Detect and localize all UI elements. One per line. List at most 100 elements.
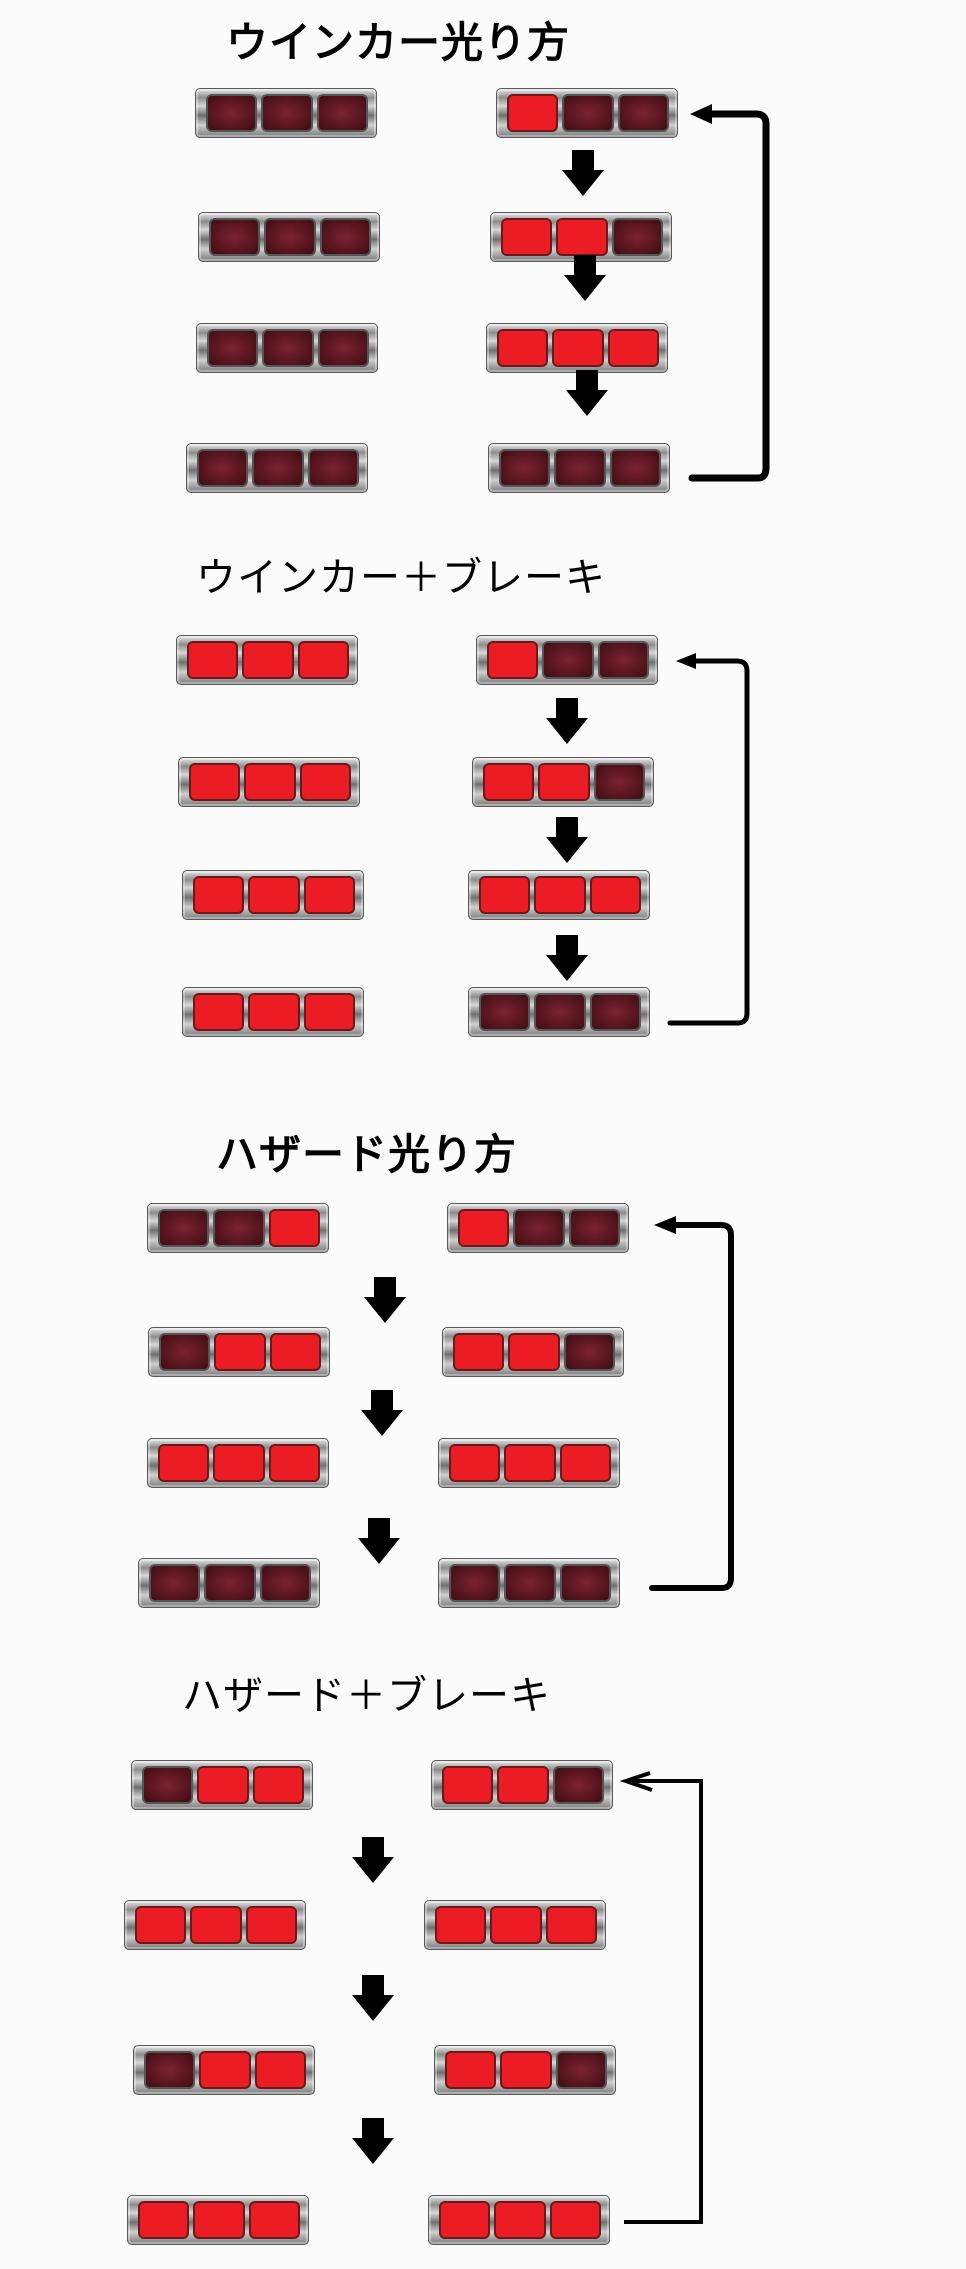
- tail-lamp-right: [468, 870, 650, 920]
- down-arrow-icon: [364, 1277, 406, 1323]
- lamp-cell-lit: [138, 2201, 190, 2239]
- lamp-cell-unlit: [449, 1564, 501, 1602]
- lamp-cell-lit: [504, 1444, 556, 1482]
- loop-back-arrow-icon: [649, 1216, 734, 1591]
- lamp-cell-lit: [193, 876, 245, 914]
- tail-lamp-left: [182, 987, 364, 1037]
- down-arrow-icon: [352, 2118, 394, 2164]
- tail-lamp-right: [447, 1203, 629, 1253]
- tail-lamp-right: [424, 1900, 606, 1950]
- lamp-cell-lit: [189, 763, 241, 801]
- down-arrow-icon: [566, 370, 608, 416]
- lamp-cell-unlit: [207, 329, 259, 367]
- lamp-cell-lit: [497, 1766, 549, 1804]
- lamp-cell-lit: [199, 2051, 251, 2089]
- tail-lamp-right: [496, 88, 678, 138]
- lamp-cell-unlit: [559, 1564, 611, 1602]
- down-arrow-icon: [352, 1837, 394, 1883]
- lamp-cell-unlit: [542, 641, 594, 679]
- lamp-cell-lit: [135, 1906, 187, 1944]
- lamp-cell-lit: [252, 1766, 304, 1804]
- lamp-cell-lit: [494, 2201, 546, 2239]
- lamp-cell-unlit: [479, 993, 531, 1031]
- tail-lamp-left: [198, 212, 380, 262]
- tail-lamp-left: [176, 635, 358, 685]
- tail-lamp-right: [431, 1760, 613, 1810]
- lamp-cell-unlit: [534, 993, 586, 1031]
- lamp-cell-lit: [242, 641, 294, 679]
- lamp-cell-lit: [193, 993, 245, 1031]
- lamp-cell-lit: [559, 1444, 611, 1482]
- loop-back-arrow-icon: [619, 1771, 703, 2224]
- lamp-cell-lit: [303, 993, 355, 1031]
- lamp-cell-lit: [449, 1444, 501, 1482]
- lamp-cell-lit: [552, 329, 604, 367]
- lamp-cell-unlit: [197, 449, 249, 487]
- lamp-cell-lit: [497, 329, 549, 367]
- lamp-cell-lit: [490, 1906, 542, 1944]
- lamp-cell-lit: [458, 1209, 510, 1247]
- lamp-cell-lit: [508, 1333, 560, 1371]
- tail-lamp-left: [148, 1327, 330, 1377]
- tail-lamp-right: [490, 212, 672, 262]
- lamp-cell-unlit: [568, 1209, 620, 1247]
- lamp-cell-unlit: [262, 329, 314, 367]
- tail-lamp-right: [438, 1558, 620, 1608]
- lamp-cell-lit: [607, 329, 659, 367]
- lamp-cell-lit: [248, 2201, 300, 2239]
- lamp-cell-lit: [190, 1906, 242, 1944]
- lamp-cell-lit: [435, 1906, 487, 1944]
- lamp-cell-unlit: [555, 2051, 607, 2089]
- lamp-cell-unlit: [499, 449, 551, 487]
- tail-lamp-right: [486, 323, 668, 373]
- lamp-cell-lit: [248, 876, 300, 914]
- tail-lamp-left: [178, 757, 360, 807]
- lamp-cell-unlit: [597, 641, 649, 679]
- lamp-cell-unlit: [611, 218, 663, 256]
- down-arrow-icon: [562, 150, 604, 196]
- down-arrow-icon: [564, 255, 606, 301]
- lamp-cell-lit: [479, 876, 531, 914]
- tail-lamp-left: [195, 88, 377, 138]
- lamp-cell-lit: [268, 1209, 320, 1247]
- section-title-hazard-brake: ハザード＋ブレーキ: [182, 1673, 551, 1719]
- lamp-cell-unlit: [563, 1333, 615, 1371]
- lamp-cell-unlit: [213, 1209, 265, 1247]
- lamp-cell-lit: [445, 2051, 497, 2089]
- lamp-cell-lit: [197, 1766, 249, 1804]
- down-arrow-icon: [546, 817, 588, 863]
- lamp-cell-lit: [193, 2201, 245, 2239]
- tail-lamp-left: [147, 1203, 329, 1253]
- lamp-cell-lit: [507, 94, 559, 132]
- tail-lamp-left: [131, 1760, 313, 1810]
- lamp-cell-unlit: [204, 1564, 256, 1602]
- lamp-cell-lit: [303, 876, 355, 914]
- lamp-cell-lit: [213, 1444, 265, 1482]
- section-title-hazard: ハザード光り方: [216, 1130, 518, 1179]
- lamp-cell-unlit: [261, 94, 313, 132]
- lamp-cell-lit: [534, 876, 586, 914]
- lamp-cell-lit: [244, 763, 296, 801]
- lamp-cell-lit: [297, 641, 349, 679]
- tail-lamp-left: [133, 2045, 315, 2095]
- lamp-cell-unlit: [206, 94, 258, 132]
- section-title-winker-brake: ウインカー＋ブレーキ: [196, 555, 606, 601]
- lamp-cell-unlit: [609, 449, 661, 487]
- down-arrow-icon: [546, 935, 588, 981]
- lamp-cell-unlit: [158, 1209, 210, 1247]
- lamp-cell-lit: [439, 2201, 491, 2239]
- lamp-cell-lit: [487, 641, 539, 679]
- lamp-cell-lit: [556, 218, 608, 256]
- lamp-cell-lit: [501, 218, 553, 256]
- lamp-cell-lit: [245, 1906, 297, 1944]
- tail-lamp-left: [124, 1900, 306, 1950]
- lamp-cell-lit: [248, 993, 300, 1031]
- tail-lamp-left: [186, 443, 368, 493]
- lamp-cell-lit: [442, 1766, 494, 1804]
- loop-back-arrow-icon: [688, 104, 770, 482]
- lamp-cell-lit: [268, 1444, 320, 1482]
- lamp-cell-lit: [269, 1333, 321, 1371]
- tail-lamp-right: [438, 1438, 620, 1488]
- lamp-cell-lit: [549, 2201, 601, 2239]
- lamp-cell-lit: [299, 763, 351, 801]
